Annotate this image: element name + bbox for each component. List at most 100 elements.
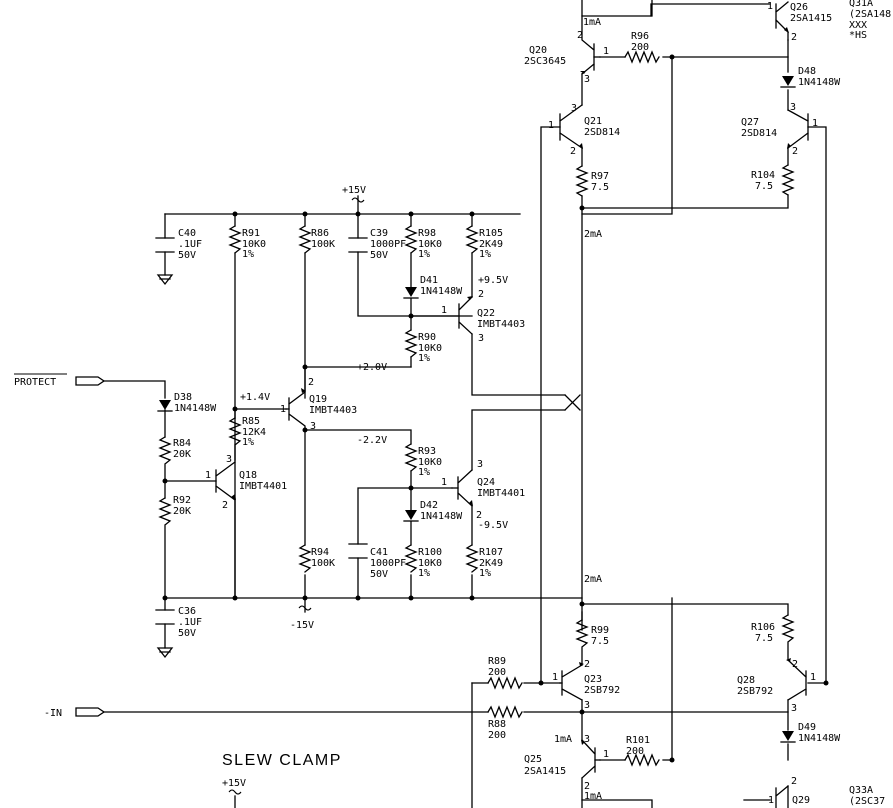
transistor-q27: Q27 2SD814 xyxy=(741,117,777,139)
r92-ref: R92 xyxy=(173,495,191,506)
q19-ref: Q19 xyxy=(309,394,327,405)
current-1ma-b: 1mA xyxy=(554,734,572,745)
svg-text:2: 2 xyxy=(791,32,797,43)
r105-tol: 1% xyxy=(479,249,491,260)
c36-ref: C36 xyxy=(178,606,196,617)
svg-text:3: 3 xyxy=(790,102,796,113)
c40-voltage: 50V xyxy=(178,250,196,261)
svg-text:1: 1 xyxy=(812,118,818,129)
c39-ref: C39 xyxy=(370,228,388,239)
r90-tol: 1% xyxy=(418,353,430,364)
svg-text:1: 1 xyxy=(768,795,774,806)
d48-part: 1N4148W xyxy=(798,77,841,88)
d49-part: 1N4148W xyxy=(798,733,841,744)
resistor-r104: R104 7.5 xyxy=(751,170,775,192)
r91-value: 10K0 xyxy=(242,239,266,250)
svg-text:3: 3 xyxy=(226,454,232,465)
diode-d49: D49 1N4148W xyxy=(798,722,841,744)
q19-part: IMBT4403 xyxy=(309,405,357,416)
r107-value: 2K49 xyxy=(479,558,503,569)
q24-part: IMBT4401 xyxy=(477,488,525,499)
c39-value: 1000PF xyxy=(370,239,406,250)
r104-ref: R104 xyxy=(751,170,775,181)
r90-value: 10K0 xyxy=(418,343,442,354)
r85-value: 12K4 xyxy=(242,427,266,438)
q20-ref: Q20 xyxy=(529,45,547,56)
transistor-q18: Q18 IMBT4401 xyxy=(239,470,287,492)
q33a-line-1: (2SC37 xyxy=(849,796,885,807)
q31a-line-2: XXX xyxy=(849,20,867,31)
svg-text:2: 2 xyxy=(584,659,590,670)
r100-value: 10K0 xyxy=(418,558,442,569)
q22-part: IMBT4403 xyxy=(477,319,525,330)
rail-pos-bottom: +15V xyxy=(222,778,246,789)
c41-voltage: 50V xyxy=(370,569,388,580)
transistor-q19: Q19 IMBT4403 xyxy=(309,394,357,416)
resistor-r88: R88 200 xyxy=(488,719,506,741)
r85-ref: R85 xyxy=(242,416,260,427)
q25-part: 2SA1415 xyxy=(524,766,566,777)
r106-ref: R106 xyxy=(751,622,775,633)
diode-d41: D41 1N4148W xyxy=(420,275,463,297)
protect-port-label[interactable]: PROTECT xyxy=(14,377,56,388)
r106-value: 7.5 xyxy=(755,633,773,644)
d38-ref: D38 xyxy=(174,392,192,403)
svg-text:1: 1 xyxy=(441,305,447,316)
svg-text:3: 3 xyxy=(584,700,590,711)
diode-d48: D48 1N4148W xyxy=(798,66,841,88)
c40-ref: C40 xyxy=(178,228,196,239)
rail-neg: -15V xyxy=(290,620,314,631)
r89-ref: R89 xyxy=(488,656,506,667)
d49-ref: D49 xyxy=(798,722,816,733)
svg-text:2: 2 xyxy=(570,146,576,157)
r107-ref: R107 xyxy=(479,547,503,558)
junction-dots xyxy=(162,54,829,763)
q22-ref: Q22 xyxy=(477,308,495,319)
r107-tol: 1% xyxy=(479,568,491,579)
transistor-q26: Q26 2SA1415 xyxy=(790,2,832,24)
resistor-r92: R92 20K xyxy=(173,495,191,517)
q23-part: 2SB792 xyxy=(584,685,620,696)
current-2ma-b: 2mA xyxy=(584,574,602,585)
resistor-r96: R96 200 xyxy=(631,31,649,53)
capacitor-symbols xyxy=(155,237,368,625)
r91-tol: 1% xyxy=(242,249,254,260)
node-v-9-5: +9.5V xyxy=(478,275,508,286)
c40-value: .1UF xyxy=(178,239,202,250)
resistor-r94: R94 100K xyxy=(311,547,335,569)
svg-text:2: 2 xyxy=(792,146,798,157)
transistor-q29: Q29 xyxy=(792,795,810,806)
r105-value: 2K49 xyxy=(479,239,503,250)
svg-text:1: 1 xyxy=(552,672,558,683)
svg-text:3: 3 xyxy=(584,74,590,85)
r84-ref: R84 xyxy=(173,438,191,449)
resistor-r90: R90 10K0 1% xyxy=(418,332,442,364)
r97-ref: R97 xyxy=(591,171,609,182)
current-1ma-c: 1mA xyxy=(584,791,602,802)
resistor-r98: R98 10K0 1% xyxy=(418,228,442,260)
svg-text:3: 3 xyxy=(584,734,590,745)
minus-in-port-label[interactable]: -IN xyxy=(44,708,62,719)
r98-ref: R98 xyxy=(418,228,436,239)
resistor-r89: R89 200 xyxy=(488,656,506,678)
r93-value: 10K0 xyxy=(418,457,442,468)
r100-tol: 1% xyxy=(418,568,430,579)
svg-text:2: 2 xyxy=(308,377,314,388)
diode-symbols xyxy=(157,76,796,743)
resistor-r91: R91 10K0 1% xyxy=(242,228,266,260)
svg-text:2: 2 xyxy=(577,30,583,41)
svg-text:1: 1 xyxy=(767,1,773,12)
r104-value: 7.5 xyxy=(755,181,773,192)
r101-value: 200 xyxy=(626,746,644,757)
resistor-r101: R101 200 xyxy=(626,735,650,757)
transistor-symbols xyxy=(215,1,809,808)
r96-value: 200 xyxy=(631,42,649,53)
capacitor-c36: C36 .1UF 50V xyxy=(178,606,202,639)
q24-ref: Q24 xyxy=(477,477,495,488)
q21-part: 2SD814 xyxy=(584,127,620,138)
q20-part: 2SC3645 xyxy=(524,56,566,67)
resistor-r99: R99 7.5 xyxy=(591,625,609,647)
transistor-q23: Q23 2SB792 xyxy=(584,674,620,696)
q31a-line-1: (2SA148 xyxy=(849,9,891,20)
svg-text:1: 1 xyxy=(603,46,609,57)
